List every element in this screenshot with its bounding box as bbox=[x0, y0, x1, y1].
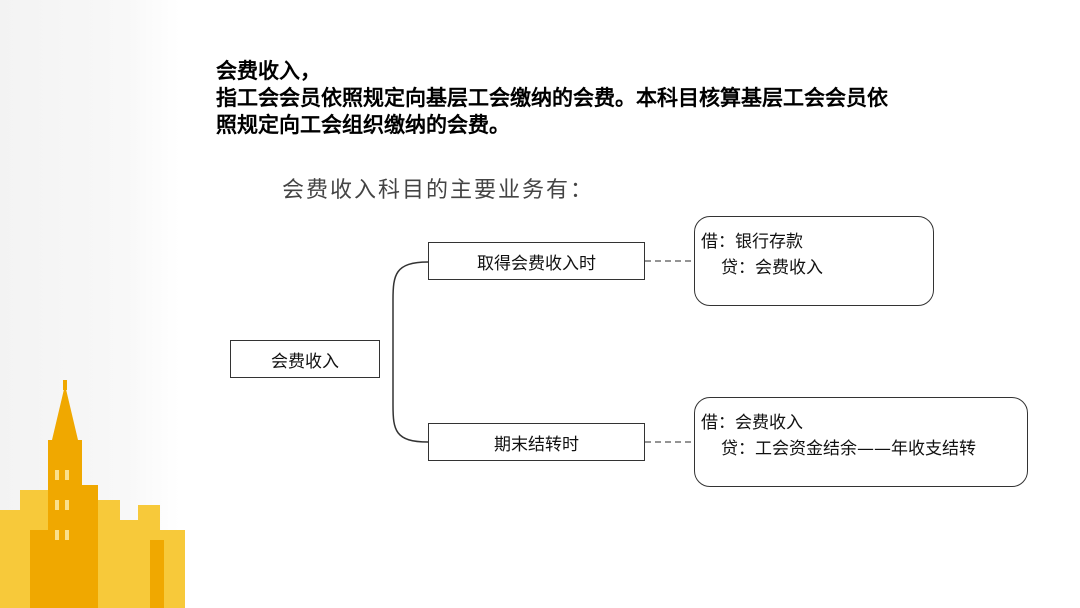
branch-bracket bbox=[392, 261, 429, 443]
journal-entry-closing: 借：会费收入 贷：工会资金结余——年收支结转 bbox=[694, 397, 1028, 487]
journal-entry-income: 借：银行存款 贷：会费收入 bbox=[694, 216, 934, 306]
heading-line-1: 会费收入， bbox=[216, 59, 321, 83]
branch-node-income: 取得会费收入时 bbox=[428, 242, 645, 280]
root-node: 会费收入 bbox=[230, 340, 380, 378]
definition-heading: 会费收入， 指工会会员依照规定向基层工会缴纳的会费。本科目核算基层工会会员依 照… bbox=[216, 58, 1056, 139]
heading-line-2: 指工会会员依照规定向基层工会缴纳的会费。本科目核算基层工会会员依 bbox=[216, 86, 888, 110]
credit-line: 贷：工会资金结余——年收支结转 bbox=[721, 439, 976, 459]
section-subtitle: 会费收入科目的主要业务有： bbox=[282, 178, 595, 203]
city-skyline-decoration bbox=[0, 380, 185, 608]
credit-line: 贷：会费收入 bbox=[721, 258, 823, 278]
branch-node-closing: 期末结转时 bbox=[428, 423, 645, 461]
debit-line: 借：会费收入 bbox=[701, 413, 803, 433]
heading-line-3: 照规定向工会组织缴纳的会费。 bbox=[216, 113, 510, 137]
debit-line: 借：银行存款 bbox=[701, 232, 803, 252]
